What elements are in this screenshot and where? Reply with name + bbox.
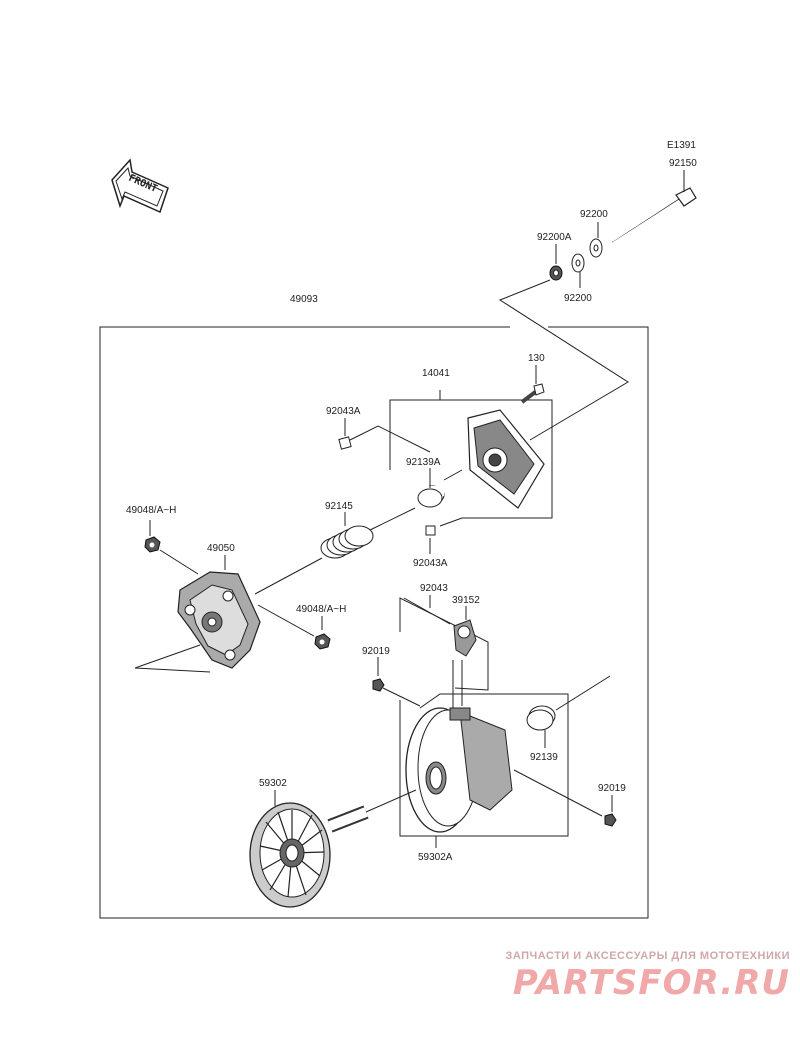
movable-sheave-59302a — [405, 707, 513, 833]
bracket-plate-14041 — [467, 409, 545, 509]
label-92043: 92043 — [420, 583, 448, 594]
label-92145: 92145 — [325, 501, 353, 512]
label-92200a: 92200A — [537, 232, 572, 243]
label-49093: 49093 — [290, 294, 318, 305]
screw-92019-right — [604, 813, 617, 827]
nut-49048-left — [144, 536, 161, 553]
watermark-logo: PARTSFOR.RU — [512, 963, 790, 1003]
label-92043a-top: 92043A — [326, 406, 361, 417]
bushing-92139a — [417, 485, 445, 508]
label-14041: 14041 — [422, 368, 450, 379]
label-130: 130 — [528, 353, 545, 364]
label-92200-top: 92200 — [580, 209, 608, 220]
label-92043a-mid: 92043A — [413, 558, 448, 569]
label-49048-right: 49048/A~H — [296, 604, 346, 615]
pin-92043a-mid — [425, 525, 436, 536]
roller-bracket-39152 — [453, 619, 477, 657]
screw-92019-left — [372, 678, 385, 692]
label-59302: 59302 — [259, 778, 287, 789]
bushing-92139 — [526, 705, 556, 731]
label-49050: 49050 — [207, 543, 235, 554]
fixed-sheave-59302 — [249, 802, 369, 908]
nut-49048-right — [314, 633, 331, 650]
label-49048-left: 49048/A~H — [126, 505, 176, 516]
label-59302a: 59302A — [418, 852, 453, 863]
label-92019-left: 92019 — [362, 646, 390, 657]
spring-92145 — [320, 525, 374, 559]
label-e1391: E1391 — [667, 140, 696, 151]
assembly-frame — [99, 326, 649, 919]
spider-49050 — [177, 571, 261, 669]
watermark-tagline: ЗАПЧАСТИ И АКСЕССУАРЫ ДЛЯ МОТОТЕХНИКИ — [505, 950, 790, 962]
label-92139a: 92139A — [406, 457, 441, 468]
label-92200-bottom: 92200 — [564, 293, 592, 304]
front-arrow-icon: FRONT — [111, 158, 169, 214]
bolt-130 — [520, 383, 545, 404]
bolt-92150 — [611, 187, 697, 243]
label-92150: 92150 — [669, 158, 697, 169]
label-92139: 92139 — [530, 752, 558, 763]
pin-92043a-top — [338, 436, 352, 450]
label-39152: 39152 — [452, 595, 480, 606]
label-92019-right: 92019 — [598, 783, 626, 794]
